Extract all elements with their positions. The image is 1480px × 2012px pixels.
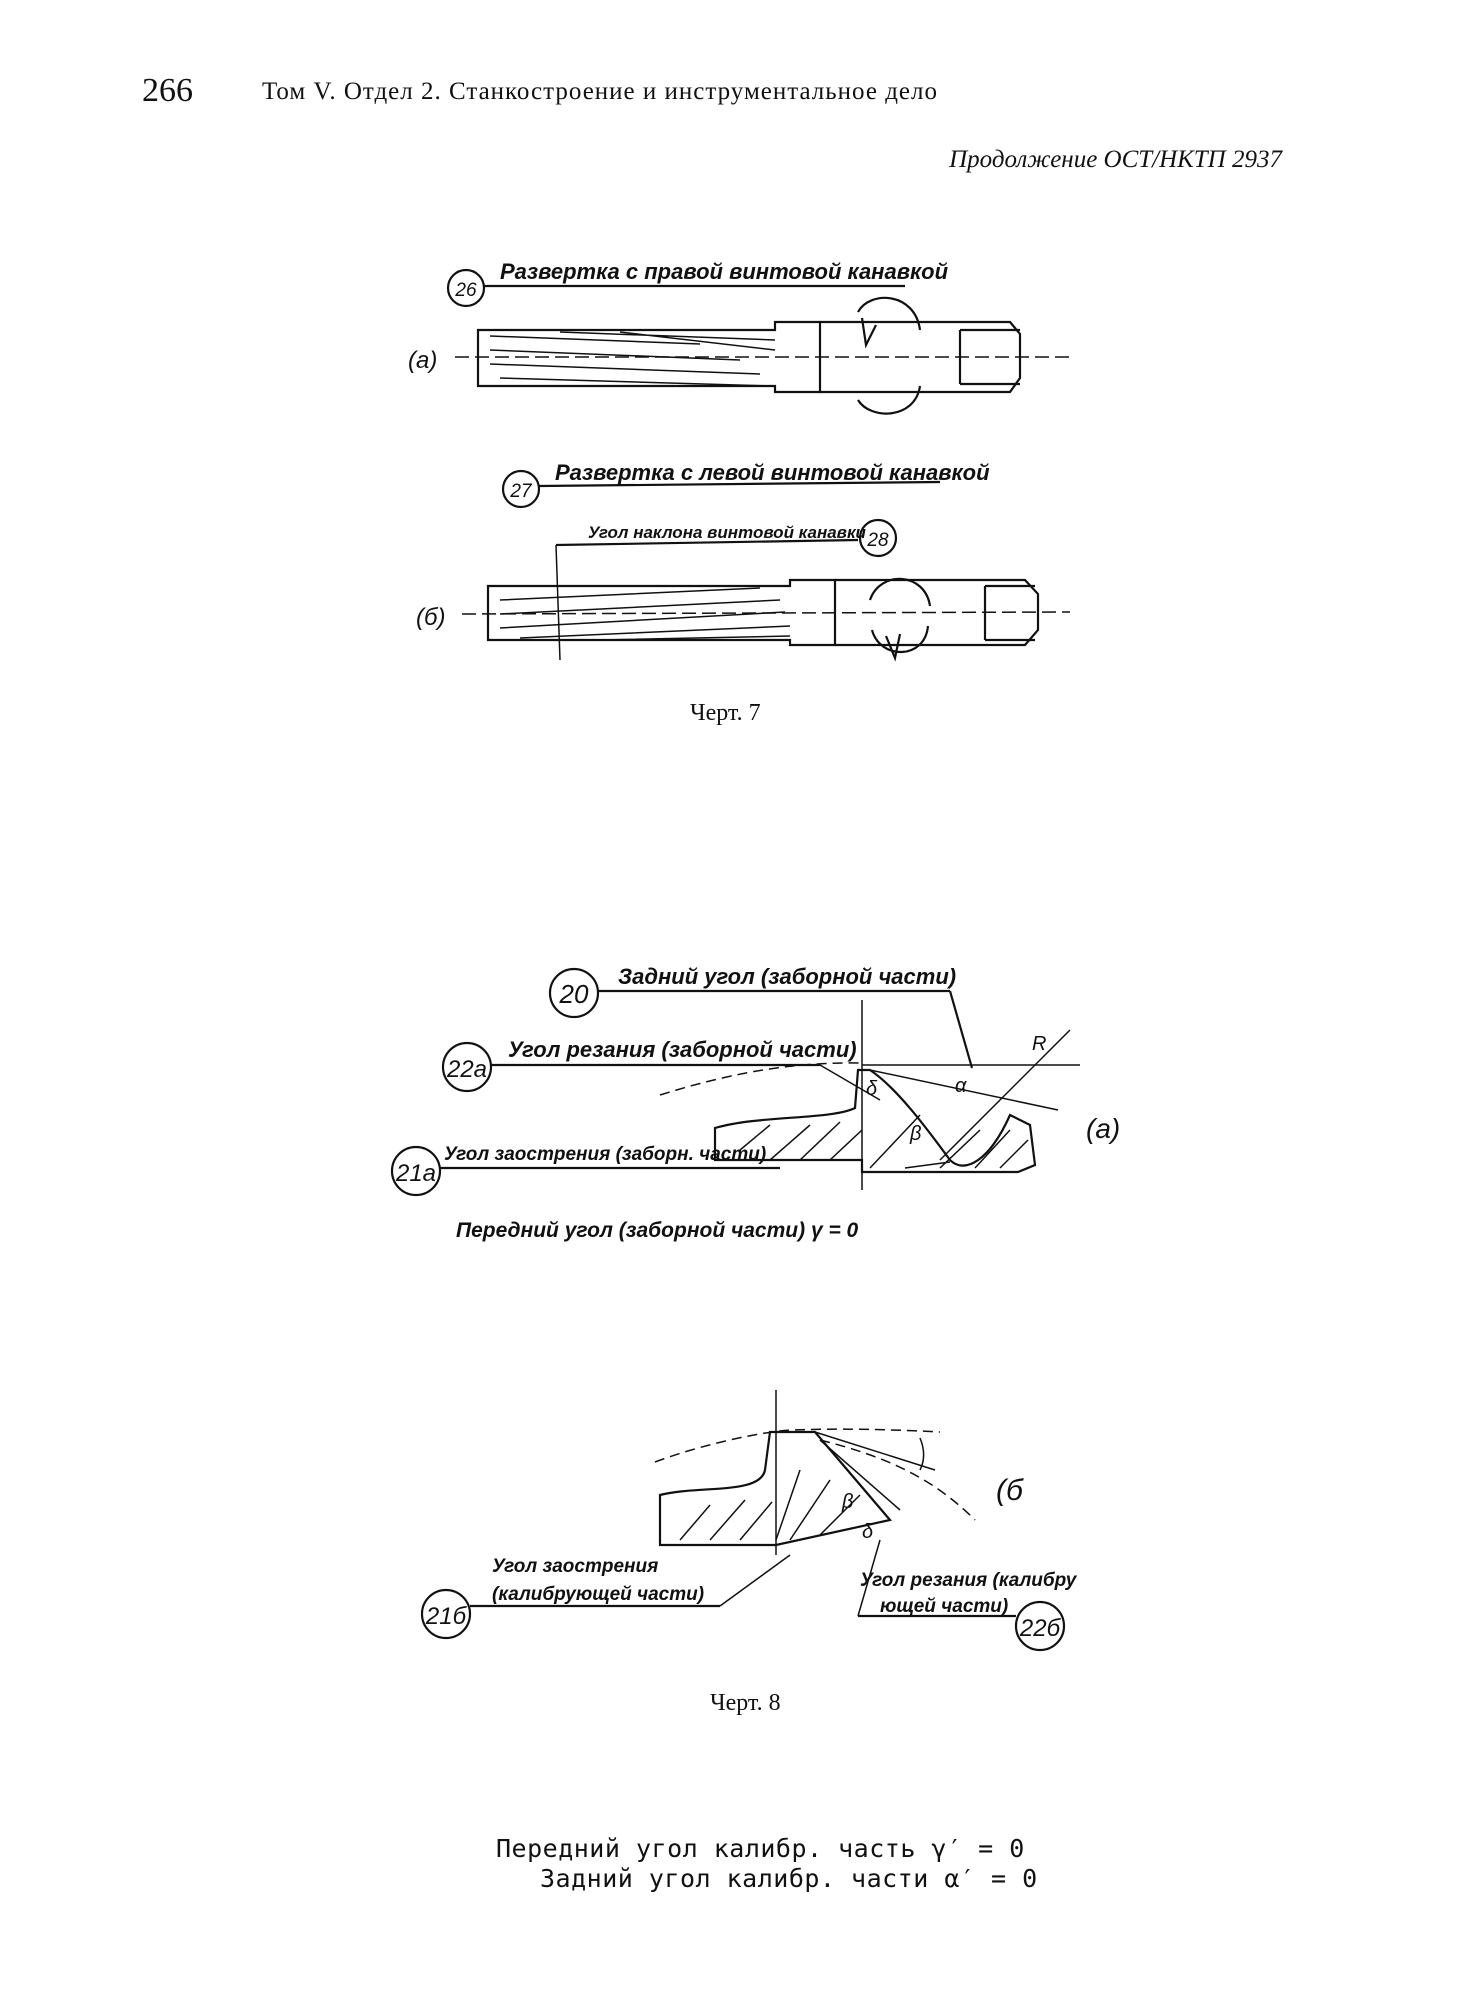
formula-line-1: Передний угол калибр. часть γ′ = 0 [496, 1834, 1025, 1863]
figure-7-caption: Черт. 7 [690, 700, 761, 726]
reamer-left-helix: 27 Развертка с левой винтовой канавкой У… [416, 460, 1071, 662]
callout-21b-num: 21б [425, 1603, 468, 1630]
circle-arc [659, 1062, 863, 1096]
view-b-label: (б) [416, 604, 445, 631]
symbol-delta: δ [862, 1521, 874, 1543]
callout-28-num: 28 [866, 530, 889, 551]
rotation-arrow [857, 296, 922, 415]
leader-line [555, 538, 859, 547]
callout-circle-21a [390, 1145, 442, 1197]
tooth-section [713, 1068, 1037, 1174]
figure-7: 26 Развертка с правой винтовой канавкой … [408, 259, 1071, 662]
callout-27-num: 27 [509, 481, 533, 502]
leader-line [857, 1539, 881, 1617]
callout-27-text: Развертка с левой винтовой канавкой [555, 460, 990, 485]
symbol-R: R [1032, 1033, 1046, 1055]
helix-flutes [489, 331, 776, 387]
callout-28-text: Угол наклона винтовой канавки [588, 523, 867, 542]
figure-8a: 20 Задний угол (заборной части) 22а Угол… [390, 964, 1120, 1242]
leader-line [948, 990, 974, 1069]
cutting-line [869, 1069, 1059, 1111]
callout-circle-22a [441, 1041, 493, 1093]
circle-arc [819, 1439, 976, 1521]
cutting-line [814, 1431, 936, 1471]
callout-21b-line2: (калибрующей части) [492, 1584, 704, 1605]
leader-line [538, 480, 941, 488]
callout-22b-line2: ющей части) [880, 1596, 1008, 1617]
figure-8-caption: Черт. 8 [710, 1690, 781, 1716]
hatching [739, 1114, 1029, 1169]
callout-26-text: Развертка с правой винтовой канавкой [500, 259, 949, 284]
view-a-label: (а) [408, 347, 437, 374]
callout-circle-21b [420, 1588, 472, 1640]
symbol-beta: β [909, 1123, 921, 1145]
callout-circle-26 [446, 268, 486, 308]
cutting-line [819, 1439, 901, 1511]
callout-22a-num: 22а [446, 1056, 487, 1083]
callout-26-num: 26 [454, 280, 477, 301]
callout-20-num: 20 [559, 979, 589, 1009]
symbol-alpha: α [955, 1075, 967, 1097]
running-title: Том V. Отдел 2. Станкостроение и инструм… [262, 78, 938, 105]
callout-21b-line1: Угол заострения [492, 1556, 658, 1577]
leader-line [719, 1554, 791, 1607]
callout-circle-27 [501, 469, 541, 509]
view-b-label: (б [996, 1474, 1024, 1507]
continuation-note: Продолжение ОСТ/НКТП 2937 [949, 146, 1282, 173]
rotation-arrow [868, 577, 932, 654]
callout-circle-22b [1014, 1600, 1066, 1652]
leader-line [819, 1064, 881, 1101]
tooth-section [658, 1430, 893, 1547]
view-a-label: (а) [1086, 1113, 1120, 1144]
hatching [679, 1469, 861, 1541]
leader-line [555, 544, 561, 661]
circle-arc [654, 1428, 941, 1463]
symbol-delta: δ [866, 1078, 878, 1100]
callout-20-text: Задний угол (заборной части) [618, 964, 956, 989]
callout-21a-num: 21а [395, 1160, 436, 1187]
callout-22b-line1: Угол резания (калибру [860, 1570, 1078, 1591]
front-angle-text: Передний угол (заборной части) γ = 0 [456, 1219, 859, 1242]
callout-21a-text: Угол заострения (заборн. части) [444, 1144, 766, 1165]
arrow-head [884, 633, 902, 662]
symbol-beta: β [841, 1491, 853, 1513]
figure-8b: (б β δ 21б Угол заострения (калибрующей … [420, 1390, 1078, 1652]
reamer-right-helix: 26 Развертка с правой винтовой канавкой … [408, 259, 1070, 415]
angle-arc [919, 1437, 925, 1471]
helix-flutes [499, 587, 791, 641]
callout-22a-text: Угол резания (заборной части) [508, 1037, 857, 1062]
reamer-shank [835, 578, 1040, 647]
callout-circle-28 [858, 518, 898, 558]
arrow-head [860, 317, 877, 349]
callout-22b-num: 22б [1019, 1615, 1062, 1642]
page-number: 266 [142, 72, 193, 109]
callout-circle-20 [548, 967, 600, 1019]
radial-line [939, 1029, 1071, 1161]
reamer-shank [820, 320, 1022, 394]
formula-line-2: Задний угол калибр. части α′ = 0 [540, 1864, 1038, 1893]
